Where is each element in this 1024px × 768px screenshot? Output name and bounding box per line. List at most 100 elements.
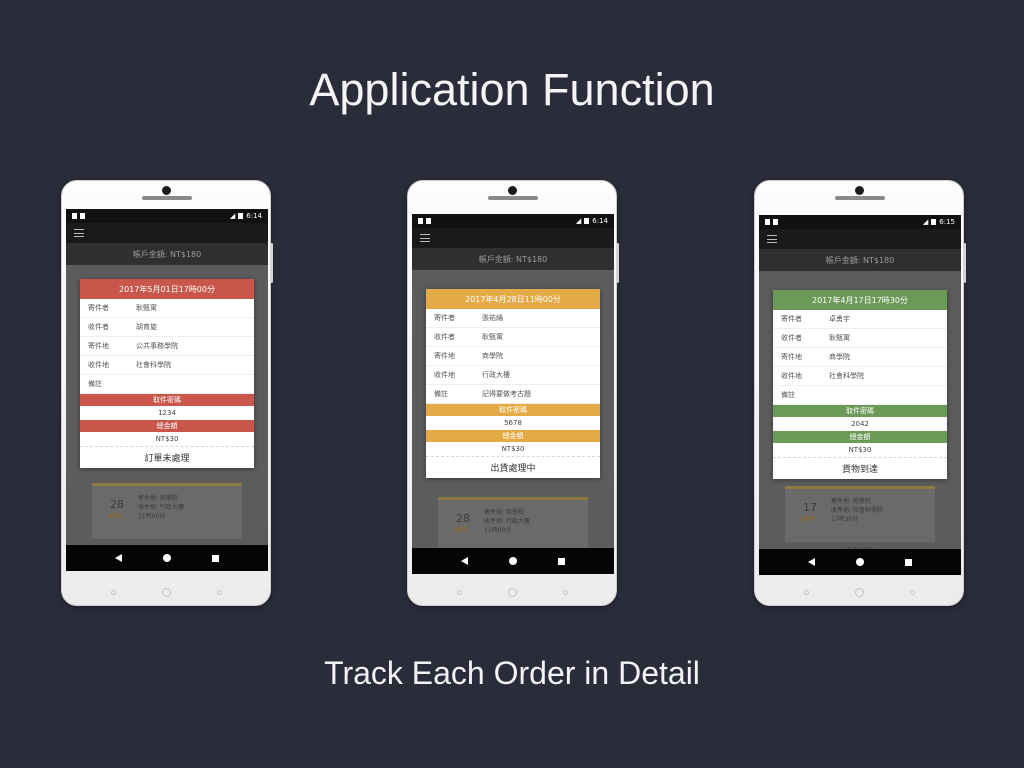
power-button [616,243,619,283]
detail-row-receiver: 收件者耿甄寓 [773,329,947,348]
app-bar [66,223,268,243]
status-bar: ◢ 6:14 [66,209,268,223]
dialog-header: 2017年5月01日17時00分 [80,279,254,299]
order-from: 寄件地: 商學院 [138,495,178,502]
slide-subtitle: Track Each Order in Detail [324,655,700,691]
power-button [963,243,966,283]
detail-row-origin: 寄件地商學院 [773,348,947,367]
order-card[interactable]: 28 APR 寄件地: 商學院 收件地: 行政大樓 11時00分 [438,497,588,553]
detail-row-destination: 收件地社會科學院 [773,367,947,386]
detail-row-destination: 收件地行政大樓 [426,366,600,385]
total-label: 總金額 [426,430,600,442]
phone-screen: ◢ 6:14 帳戶金額: NT$180 28 APR 寄件地: 商學院 收件地: … [66,209,268,571]
back-icon[interactable] [807,558,815,566]
total-amount: NT$30 [155,435,179,443]
detail-row-sender: 寄件者張祐綸 [426,309,600,328]
back-icon[interactable] [114,554,122,562]
signal-icon: ◢ [575,217,582,225]
menu-key-icon [216,590,222,595]
phone-screen: ◢ 6:15 帳戶金額: NT$180 17 APR 寄件地: 商學院 收件地: … [759,215,961,575]
app-bar [759,229,961,249]
dialog-header: 2017年4月17日17時30分 [773,290,947,310]
pickup-code-label: 取件密碼 [773,405,947,417]
order-status-button[interactable]: 貨物到達 [773,457,947,479]
front-camera [508,186,517,195]
home-icon[interactable] [162,554,171,562]
pickup-code-label: 取件密碼 [80,394,254,406]
order-card[interactable]: 28 APR 寄件地: 商學院 收件地: 行政大樓 11時00分 [92,483,242,539]
pickup-code-label: 取件密碼 [426,404,600,416]
order-month: APR [801,515,815,523]
order-month: APR [454,526,468,534]
order-status-button[interactable]: 訂單未處理 [80,446,254,468]
order-day: 28 [456,512,470,525]
detail-row-note: 備註 [80,375,254,394]
clock: 6:14 [592,217,608,225]
total-label: 總金額 [80,420,254,432]
nav-bar [759,549,961,575]
order-day: 28 [110,498,124,511]
total-amount: NT$30 [501,445,525,453]
detail-row-destination: 收件地社會科學院 [80,356,254,375]
power-button [270,243,273,283]
order-from: 寄件地: 商學院 [831,498,871,505]
detail-row-sender: 寄件者卓勇宇 [773,310,947,329]
order-detail-dialog: 2017年5月01日17時00分 寄件者耿甄寓 收件者胡育旋 寄件地公共事務學院… [80,279,254,468]
back-key-icon [803,590,809,595]
detail-row-origin: 寄件地公共事務學院 [80,337,254,356]
order-time: 11時00分 [484,527,512,534]
order-to: 收件地: 行政大樓 [138,504,184,511]
phone-bottom-keys [755,588,963,597]
clock: 6:15 [939,218,955,226]
total-amount: NT$30 [848,446,872,454]
detail-row-receiver: 收件者耿甄寓 [426,328,600,347]
order-month: APR [108,512,122,520]
pickup-code: 5678 [504,419,522,427]
pickup-code: 2042 [851,420,869,428]
signal-icon: ◢ [229,212,236,220]
home-key-icon [854,588,864,597]
slide-title: Application Function [309,64,715,115]
order-day: 17 [803,501,817,514]
order-detail-dialog: 2017年4月28日11時00分 寄件者張祐綸 收件者耿甄寓 寄件地商學院 收件… [426,289,600,478]
home-icon[interactable] [508,557,517,565]
notification-icon [80,213,85,219]
menu-icon[interactable] [767,235,777,243]
status-bar: ◢ 6:15 [759,215,961,229]
signal-icon: ◢ [922,218,929,226]
phone-screen: ◢ 6:14 帳戶金額: NT$180 28 APR 寄件地: 商學院 收件地: … [412,214,614,574]
account-balance: 帳戶金額: NT$180 [66,243,268,265]
recents-icon[interactable] [558,557,566,565]
recents-icon[interactable] [905,558,913,566]
order-card[interactable]: 17 APR 寄件地: 商學院 收件地: 社會科學院 17時30分 [785,486,935,542]
menu-icon[interactable] [74,229,84,237]
sim-icon [72,213,77,219]
sim-icon [418,218,423,224]
phone-mockup-1: ◢ 6:14 帳戶金額: NT$180 28 APR 寄件地: 商學院 收件地: … [61,180,273,606]
back-key-icon [456,590,462,595]
phone-bottom-keys [408,588,616,597]
home-icon[interactable] [855,558,864,566]
detail-row-sender: 寄件者耿甄寓 [80,299,254,318]
order-time: 11時00分 [138,513,166,520]
order-from: 寄件地: 商學院 [484,509,524,516]
menu-icon[interactable] [420,234,430,242]
earpiece-speaker [142,196,192,200]
back-key-icon [110,590,116,595]
account-balance: 帳戶金額: NT$180 [759,249,961,271]
battery-icon [238,213,244,219]
notification-icon [426,218,431,224]
phone-bottom-keys [62,588,270,597]
detail-row-note: 備註 [773,386,947,405]
pickup-code: 1234 [158,409,176,417]
recents-icon[interactable] [212,554,220,562]
battery-icon [584,218,590,224]
status-bar: ◢ 6:14 [412,214,614,228]
back-icon[interactable] [460,557,468,565]
order-status-button[interactable]: 出貨處理中 [426,456,600,478]
home-key-icon [507,588,517,597]
clock: 6:14 [246,212,262,220]
notification-icon [773,219,778,225]
detail-row-origin: 寄件地商學院 [426,347,600,366]
account-balance: 帳戶金額: NT$180 [412,248,614,270]
